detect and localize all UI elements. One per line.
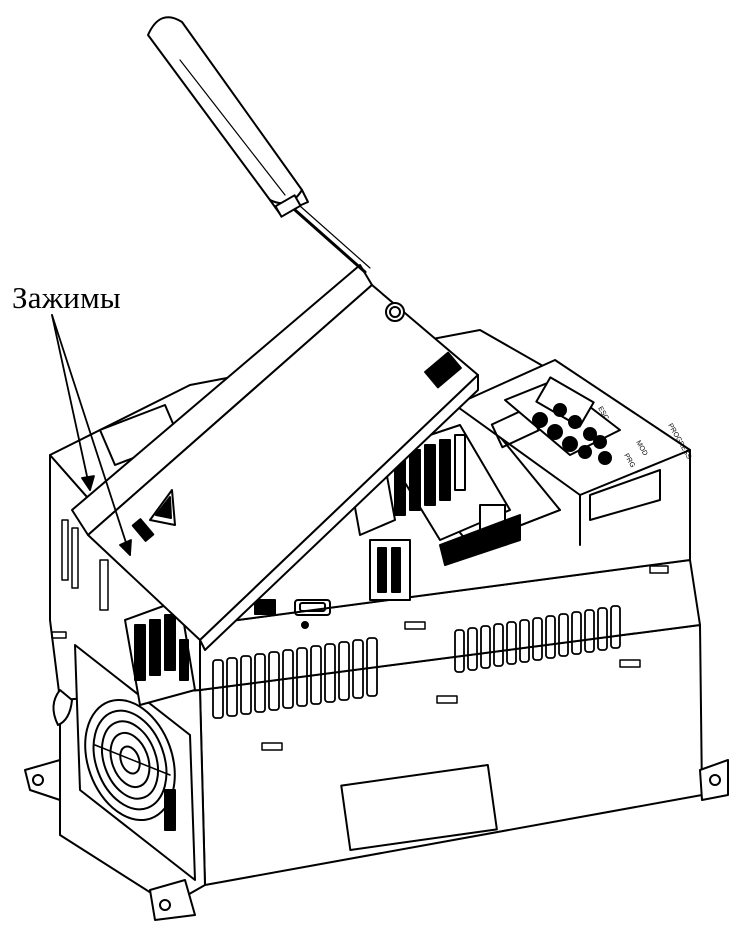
screwdriver bbox=[147, 16, 371, 274]
keypad-button bbox=[598, 451, 612, 465]
power-terminal-block bbox=[124, 599, 196, 706]
front-vent-slots-left bbox=[212, 637, 378, 719]
keypad-button bbox=[532, 412, 548, 428]
callout-arrows bbox=[51, 314, 132, 556]
keypad-button bbox=[593, 435, 607, 449]
keypad-button bbox=[562, 436, 578, 452]
control-board bbox=[349, 406, 540, 601]
side-vent-slots bbox=[61, 519, 109, 611]
front-connector bbox=[254, 599, 331, 629]
keypad-button bbox=[578, 445, 592, 459]
keypad-button bbox=[553, 403, 567, 417]
clamps-label: Зажимы bbox=[12, 280, 121, 315]
small-tabs bbox=[51, 565, 669, 751]
keypad-button bbox=[568, 415, 582, 429]
front-cover bbox=[71, 264, 479, 651]
keypad-button bbox=[583, 427, 597, 441]
front-vent-slots-right bbox=[454, 605, 621, 673]
cooling-fan bbox=[52, 644, 196, 881]
mounting-feet bbox=[24, 759, 729, 921]
nameplate bbox=[340, 764, 498, 851]
keypad-button bbox=[547, 424, 563, 440]
